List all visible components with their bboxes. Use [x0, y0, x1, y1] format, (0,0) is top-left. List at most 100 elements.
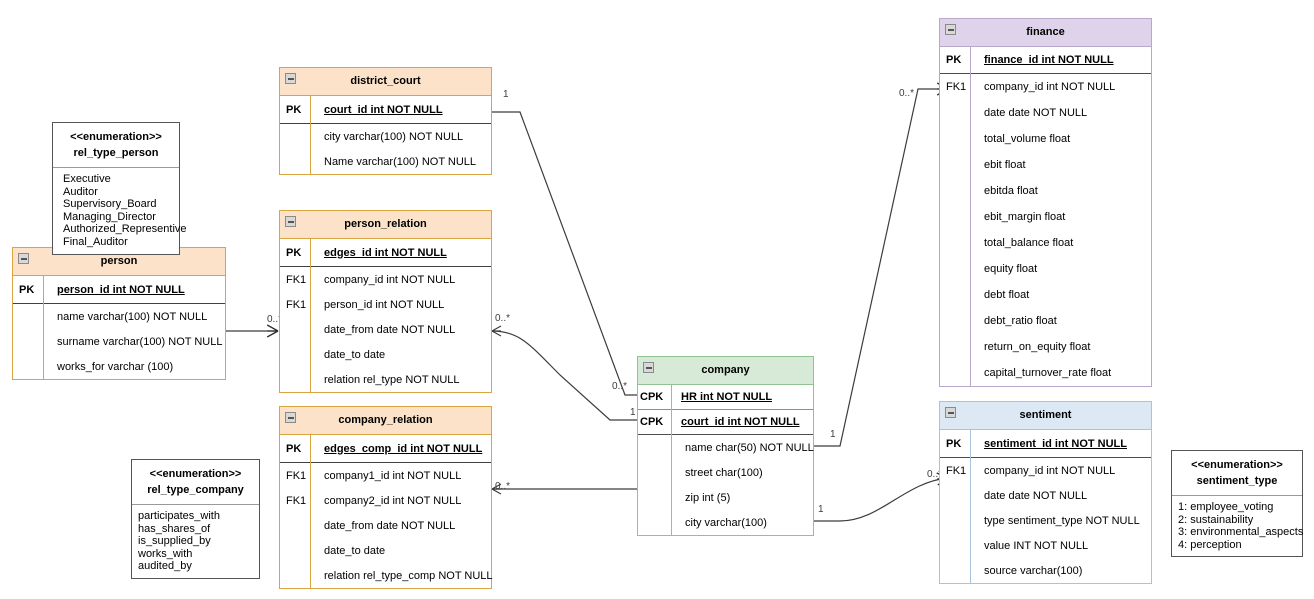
- collapse-icon[interactable]: [945, 407, 956, 418]
- enumeration-value: has_shares_of: [138, 522, 211, 535]
- row-field: date_from date NOT NULL: [324, 519, 456, 532]
- entity-header-sentiment: sentiment: [940, 402, 1151, 430]
- row-field: date date NOT NULL: [984, 489, 1088, 502]
- entity-title: district_court: [350, 75, 421, 87]
- entity-rows-person-relation: PK edges_id int NOT NULL FK1 company_id …: [280, 239, 491, 392]
- row-field: city varchar(100) NOT NULL: [324, 130, 464, 143]
- enumeration-header-rel-type-person: <<enumeration>> rel_type_person: [53, 123, 179, 168]
- table-row: ebit float: [940, 152, 1151, 178]
- row-field: date_to date: [324, 348, 386, 361]
- entity-sentiment[interactable]: sentiment PK sentiment_id int NOT NULL F…: [939, 401, 1152, 584]
- table-row: relation rel_type_comp NOT NULL: [280, 563, 493, 588]
- enumeration-value: Managing_Director: [63, 210, 156, 223]
- enumeration-rel-type-person[interactable]: <<enumeration>> rel_type_person Executiv…: [52, 122, 187, 255]
- cardinality-company-finance-source: 1: [830, 429, 836, 440]
- table-row: date_to date: [280, 538, 491, 563]
- collapse-icon[interactable]: [285, 216, 296, 227]
- enumeration-value: participates_with: [138, 510, 220, 522]
- enumeration-value: Executive: [63, 173, 111, 185]
- entity-header-company-relation: company_relation: [280, 407, 491, 435]
- table-row: surname varchar(100) NOT NULL: [13, 329, 225, 354]
- entity-person[interactable]: person PK person_id int NOT NULL name va…: [12, 247, 226, 380]
- row-key: PK: [286, 103, 302, 116]
- table-row: total_balance float: [940, 230, 1151, 256]
- table-row: CPK court_id int NOT NULL: [638, 410, 813, 435]
- enumeration-header-rel-type-company: <<enumeration>> rel_type_company: [132, 460, 259, 505]
- row-field: type sentiment_type NOT NULL: [984, 514, 1140, 527]
- cardinality-company-sentiment-target: 0..*: [927, 469, 943, 480]
- collapse-icon[interactable]: [285, 73, 296, 84]
- row-field: company2_id int NOT NULL: [324, 494, 462, 507]
- table-row: name varchar(100) NOT NULL: [13, 304, 225, 329]
- row-field: court_id int NOT NULL: [324, 103, 443, 116]
- entity-person-relation[interactable]: person_relation PK edges_id int NOT NULL…: [279, 210, 492, 393]
- collapse-icon[interactable]: [945, 24, 956, 35]
- table-row: FK1 company2_id int NOT NULL: [280, 488, 491, 513]
- entity-rows-sentiment: PK sentiment_id int NOT NULL FK1 company…: [940, 430, 1151, 583]
- key-column-divider: [310, 435, 311, 588]
- entity-company-relation[interactable]: company_relation PK edges_comp_id int NO…: [279, 406, 493, 589]
- table-row: date_from date NOT NULL: [280, 513, 491, 538]
- cardinality-person-target: 0..*: [267, 314, 283, 325]
- enumeration-values-rel-type-company: participates_with has_shares_of is_suppl…: [132, 505, 259, 578]
- row-key: PK: [946, 54, 962, 66]
- row-field: zip int (5): [685, 491, 731, 504]
- table-row: return_on_equity float: [940, 334, 1151, 360]
- cardinality-company-finance-target: 0..*: [899, 88, 915, 99]
- entity-company[interactable]: company CPK HR int NOT NULL CPK court_id…: [637, 356, 814, 536]
- entity-title: person: [100, 255, 138, 267]
- entity-title: finance: [1026, 26, 1065, 38]
- row-field: finance_id int NOT NULL: [984, 54, 1114, 66]
- entity-title: person_relation: [344, 218, 427, 230]
- row-field: surname varchar(100) NOT NULL: [57, 335, 223, 348]
- table-row: ebitda float: [940, 178, 1151, 204]
- row-key: PK: [19, 283, 35, 296]
- row-field: debt_ratio float: [984, 315, 1057, 327]
- enumeration-sentiment-type[interactable]: <<enumeration>> sentiment_type 1: employ…: [1171, 450, 1303, 558]
- row-field: value INT NOT NULL: [984, 539, 1089, 552]
- table-row: type sentiment_type NOT NULL: [940, 508, 1151, 533]
- entity-rows-company: CPK HR int NOT NULL CPK court_id int NOT…: [638, 385, 814, 535]
- table-row: debt float: [940, 282, 1151, 308]
- row-field: capital_turnover_rate float: [984, 367, 1112, 379]
- row-field: person_id int NOT NULL: [324, 298, 445, 311]
- table-row: FK1 company_id int NOT NULL: [940, 458, 1151, 483]
- row-field: works_for varchar (100): [57, 360, 174, 373]
- enumeration-value: audited_by: [138, 560, 192, 573]
- row-field: name varchar(100) NOT NULL: [57, 310, 208, 323]
- entity-district-court[interactable]: district_court PK court_id int NOT NULL …: [279, 67, 492, 175]
- table-row: CPK HR int NOT NULL: [638, 385, 813, 410]
- table-row: city varchar(100): [638, 510, 813, 535]
- entity-title: sentiment: [1019, 409, 1072, 421]
- entity-finance[interactable]: finance PK finance_id int NOT NULL FK1 c…: [939, 18, 1152, 387]
- row-field: street char(100): [685, 466, 763, 479]
- enumeration-value: is_supplied_by: [138, 535, 211, 548]
- enumeration-value: Final_Auditor: [63, 235, 128, 248]
- enumeration-values-rel-type-person: Executive Auditor Supervisory_Board Mana…: [53, 168, 187, 254]
- row-key: FK1: [286, 298, 307, 311]
- row-field: relation rel_type_comp NOT NULL: [324, 569, 493, 582]
- collapse-icon[interactable]: [18, 253, 29, 264]
- enumeration-rel-type-company[interactable]: <<enumeration>> rel_type_company partici…: [131, 459, 260, 579]
- key-column-divider: [970, 47, 971, 386]
- collapse-icon[interactable]: [285, 412, 296, 423]
- row-field: ebitda float: [984, 185, 1038, 197]
- row-key: FK1: [286, 469, 307, 482]
- row-field: court_id int NOT NULL: [681, 416, 800, 428]
- entity-title: company_relation: [338, 414, 433, 426]
- table-row: FK1 person_id int NOT NULL: [280, 292, 491, 317]
- entity-header-person-relation: person_relation: [280, 211, 491, 239]
- collapse-icon[interactable]: [643, 362, 654, 373]
- key-column-divider: [310, 239, 311, 392]
- row-field: date_from date NOT NULL: [324, 323, 456, 336]
- table-row: name char(50) NOT NULL: [638, 435, 814, 460]
- enumeration-value: Authorized_Representive: [63, 223, 187, 236]
- key-column-divider: [671, 385, 672, 535]
- table-row: FK1 company_id int NOT NULL: [940, 74, 1151, 100]
- enumeration-value: 1: employee_voting: [1178, 501, 1274, 513]
- row-field: sentiment_id int NOT NULL: [984, 437, 1127, 450]
- table-row: works_for varchar (100): [13, 354, 225, 379]
- enumeration-title: rel_type_company: [147, 484, 244, 496]
- row-key: CPK: [640, 391, 664, 403]
- enumeration-stereotype: <<enumeration>>: [1191, 459, 1283, 471]
